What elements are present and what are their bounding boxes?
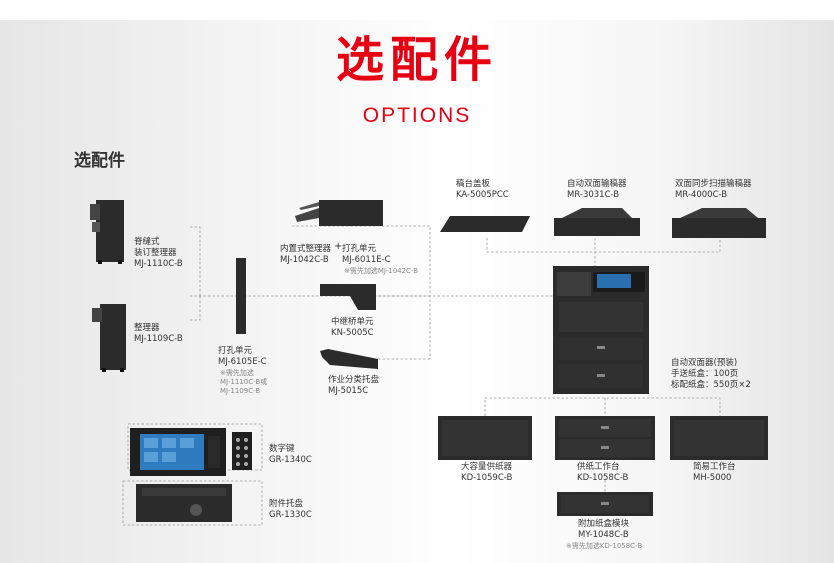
bridge-unit-image [320, 284, 376, 310]
punch-ext-name: 打孔单元 [218, 346, 253, 356]
connector-finisher [190, 296, 201, 321]
control-panel-image [130, 428, 252, 476]
stand-name: 简易工作台 [693, 462, 736, 472]
connector-saddle [190, 226, 201, 296]
platen-cover-image [440, 216, 530, 232]
pfu-image [555, 416, 655, 460]
lcf-model: KD-1059C-B [461, 473, 513, 483]
bridge-name: 中继桥单元 [331, 317, 374, 327]
saddle-finisher-name: 脊缝式 [134, 237, 160, 247]
stand-model: MH-5000 [693, 473, 732, 483]
pfp-model: MY-1048C-B [578, 530, 629, 540]
punch-ext-note1: ※需先加选 [220, 369, 254, 377]
saddle-finisher-model: MJ-1110C-B [134, 259, 183, 269]
radf-image [554, 208, 640, 236]
dsdf-model: MR-4000C-B [675, 190, 728, 200]
punch-inner-note: ※需先加选MJ-1042C-B [344, 267, 419, 275]
section-heading: 选配件 [74, 151, 125, 171]
dsdf-name: 双面同步扫描输稿器 [675, 179, 752, 189]
main-unit-line2: 手送纸盒：100页 [671, 369, 739, 379]
punch-ext-model: MJ-6105E-C [218, 357, 267, 367]
job-separator-model: MJ-5015C [328, 386, 369, 396]
inner-finisher-image [295, 200, 383, 226]
job-separator-image [320, 349, 378, 369]
lcf-image [438, 416, 532, 460]
inner-finisher-model: MJ-1042C-B [280, 255, 329, 265]
punch-inner-model: MJ-6011E-C [342, 255, 391, 265]
main-unit-image [553, 266, 649, 394]
finisher-image [92, 304, 126, 372]
pfp-note: ※需先加选KD-1058C-B [566, 542, 643, 550]
tray-name: 附件托盘 [269, 499, 304, 509]
inner-finisher-name: 内置式整理器 [280, 244, 332, 254]
punch-unit-ext-image [236, 258, 246, 334]
bridge-model: KN-5005C [331, 328, 374, 338]
pfp-module-image [557, 492, 653, 516]
page-title: 选配件 [335, 32, 498, 88]
radf-model: MR-3031C-B [567, 190, 620, 200]
connector-keypad [127, 423, 263, 471]
punch-ext-note3: MJ-1109C-B [220, 387, 261, 395]
main-unit-line1: 自动双面器(预装) [671, 358, 738, 368]
platen-cover-model: KA-5005PCC [456, 190, 509, 200]
attachment-tray-image [136, 484, 232, 522]
pfu-model: KD-1058C-B [577, 473, 629, 483]
keypad-model: GR-1340C [269, 455, 312, 465]
top-band [0, 0, 834, 20]
job-separator-name: 作业分类托盘 [328, 375, 380, 385]
keypad-name: 数字键 [269, 444, 295, 454]
finisher-name: 整理器 [134, 323, 160, 333]
saddle-finisher-image [90, 200, 124, 264]
connector-top-options [486, 238, 721, 253]
tray-model: GR-1330C [269, 510, 312, 520]
finisher-model: MJ-1109C-B [134, 334, 183, 344]
plus-sign: + [334, 241, 343, 252]
connector-bottom [484, 397, 721, 416]
punch-ext-note2: MJ-1110C-B或 [220, 378, 268, 386]
main-unit-line3: 标配纸盒：550页×2 [671, 380, 751, 390]
saddle-finisher-name2: 装订整理器 [134, 248, 177, 258]
lcf-name: 大容量供纸器 [461, 462, 513, 472]
platen-cover-name: 稿台盖板 [456, 179, 491, 189]
stand-image [670, 416, 768, 460]
page-subtitle: OPTIONS [362, 104, 472, 127]
radf-name: 自动双面输稿器 [567, 179, 627, 189]
dsdf-image [672, 208, 766, 238]
pfp-name: 附加纸盒模块 [578, 519, 630, 529]
punch-inner-name: 打孔单元 [342, 244, 377, 254]
pfu-name: 供纸工作台 [577, 462, 620, 472]
